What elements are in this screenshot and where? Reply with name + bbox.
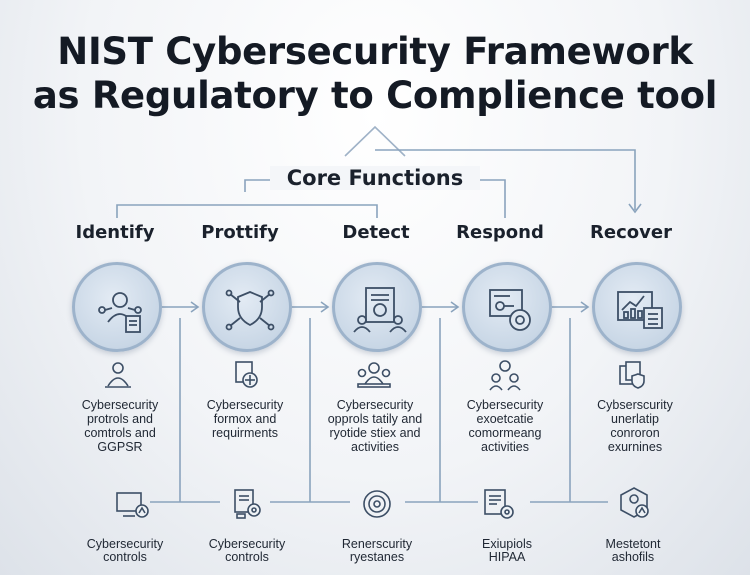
- identify-circle: [72, 262, 162, 352]
- function-title-respond: Respond: [456, 222, 544, 243]
- chart-document-icon: [617, 291, 663, 329]
- detect-circle: [332, 262, 422, 352]
- document-settings-icon: [484, 489, 514, 519]
- people-group-icon: [357, 362, 391, 388]
- people-network-icon: [98, 292, 142, 333]
- function-title-detect: Detect: [342, 222, 410, 243]
- page-title-line-1: NIST Cybersecurity Framework: [57, 30, 693, 73]
- monitor-icon: [116, 492, 149, 518]
- document-gear-icon: [234, 489, 261, 519]
- function-title-recover: Recover: [590, 222, 672, 243]
- page-title-line-2: as Regulatory to Complience tool: [32, 74, 718, 117]
- prottify-circle: [202, 262, 292, 352]
- respond-circle: [462, 262, 552, 352]
- team-settings-icon: [489, 360, 521, 391]
- shield-network-icon: [225, 289, 275, 331]
- files-shield-icon: [619, 361, 645, 389]
- key-gear-icon: [489, 289, 531, 331]
- function-title-prottify: Prottify: [201, 222, 279, 243]
- function-title-identify: Identify: [75, 222, 155, 243]
- hexagon-shield-icon: [620, 487, 649, 518]
- recover-circle: [592, 262, 682, 352]
- user-desk-icon: [105, 362, 131, 388]
- core-functions-label: Core Functions: [270, 166, 480, 190]
- document-star-icon: [235, 361, 258, 388]
- target-icon: [363, 490, 391, 518]
- report-people-icon: [353, 287, 407, 333]
